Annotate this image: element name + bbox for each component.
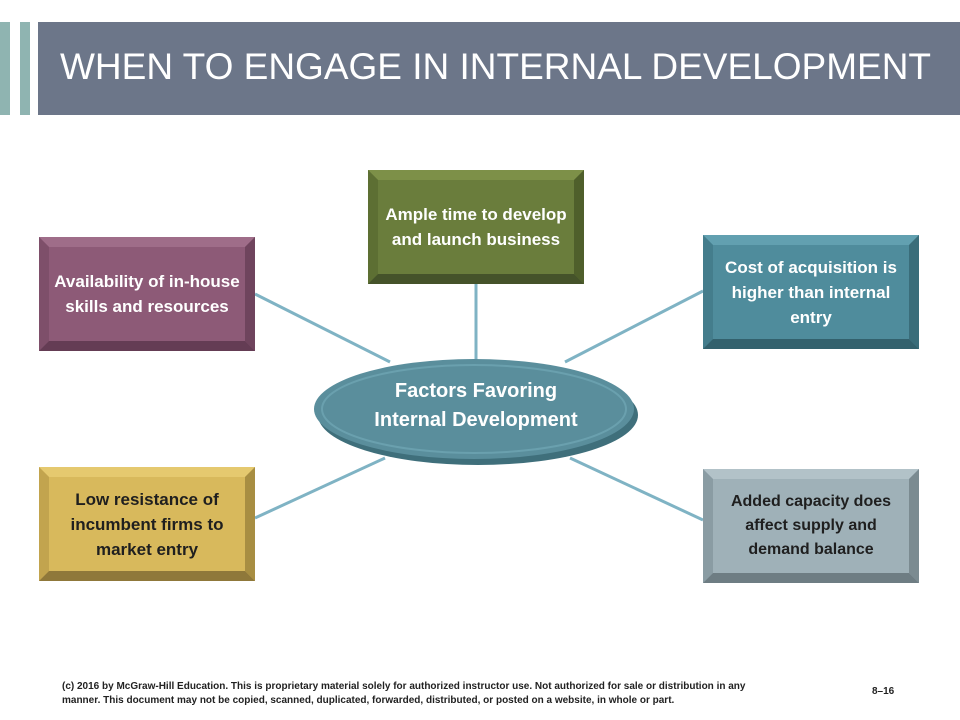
connector-top-left [254, 292, 391, 364]
title-bar: WHEN TO ENGAGE IN INTERNAL DEVELOPMENT [38, 22, 960, 115]
factor-box-added-capacity: Added capacity does affect supply and de… [703, 469, 919, 583]
factor-box-low-resistance: Low resistance of incumbent firms to mar… [39, 467, 255, 581]
connector-bottom-left [254, 456, 386, 520]
factor-box-in-house-skills: Availability of in-house skills and reso… [39, 237, 255, 351]
copyright-notice: (c) 2016 by McGraw-Hill Education. This … [62, 681, 746, 706]
connector-top-right [564, 289, 704, 364]
factor-box-ample-time: Ample time to develop and launch busines… [368, 170, 584, 284]
factor-label-low-resistance: Low resistance of incumbent firms to mar… [70, 489, 224, 559]
center-node: Factors Favoring Internal Development [311, 355, 641, 467]
factor-box-bevel [703, 469, 919, 583]
factor-box-bevel [368, 170, 584, 284]
factor-box-bevel [703, 235, 919, 349]
title-accent-bar-left [0, 22, 10, 115]
factor-label-cost-of-acquisition: Cost of acquisition is higher than inter… [725, 257, 897, 327]
factor-box-bevel [39, 237, 255, 351]
factor-label-ample-time: Ample time to develop and launch busines… [385, 205, 567, 249]
connector-bottom-right [569, 456, 704, 522]
center-label: Factors Favoring Internal Development [374, 380, 578, 431]
factor-box-cost-of-acquisition: Cost of acquisition is higher than inter… [703, 235, 919, 349]
factor-label-in-house-skills: Availability of in-house skills and reso… [54, 272, 240, 316]
slide-title: WHEN TO ENGAGE IN INTERNAL DEVELOPMENT [60, 46, 932, 87]
factor-label-added-capacity: Added capacity does affect supply and de… [730, 493, 892, 558]
page-number: 8–16 [872, 686, 895, 697]
title-accent-bar-right [20, 22, 30, 115]
factor-box-bevel [39, 467, 255, 581]
center-ellipse [314, 359, 638, 465]
